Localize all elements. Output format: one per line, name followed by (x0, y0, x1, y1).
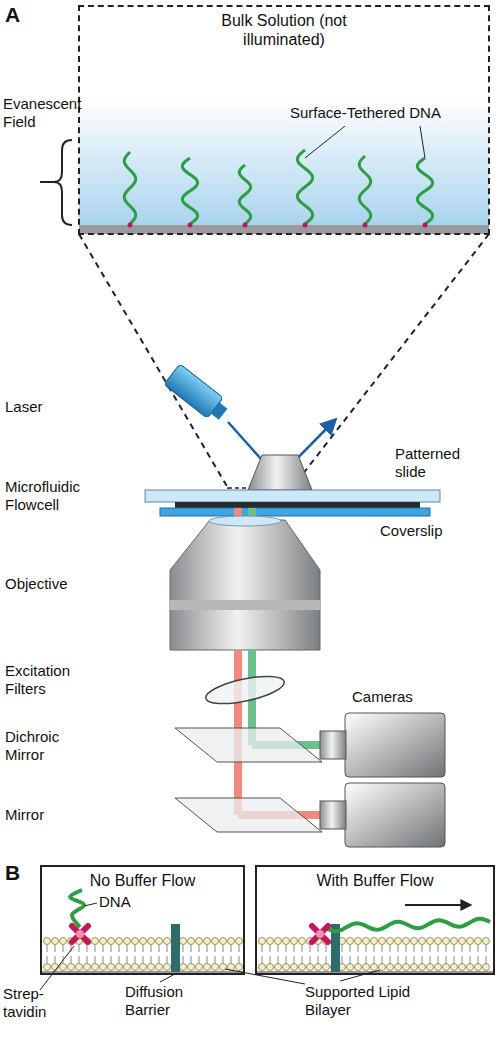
leader-line (40, 946, 74, 990)
dna-strand (326, 919, 490, 931)
part-label: Strep- tavidin (3, 985, 55, 1021)
objective (170, 516, 320, 650)
dichroic-mirror (175, 728, 322, 762)
lipid-bilayer (42, 938, 493, 975)
part-label: Surface-Tethered DNA (290, 104, 441, 122)
part-label: Coverslip (380, 522, 443, 540)
zoom-line (292, 234, 489, 488)
part-label: Objective (5, 575, 68, 593)
camera (320, 783, 445, 847)
dna-strand (124, 152, 135, 224)
zoom-line (79, 234, 228, 488)
part-label: Laser (5, 398, 43, 416)
part-label: Supported Lipid Bilayer (305, 983, 413, 1019)
tether-point (243, 223, 248, 228)
leader-line (340, 970, 380, 981)
tether-point (128, 223, 133, 228)
part-label: Mirror (5, 806, 44, 824)
dna-strand (70, 890, 84, 927)
panel-letter: B (5, 860, 20, 885)
panel-box: With Buffer Flow (255, 865, 495, 975)
tether-point (188, 223, 193, 228)
part-label: Excitation Filters (5, 662, 95, 698)
mirror (175, 798, 322, 832)
part-label: Evanescent Field (3, 95, 88, 131)
laser (164, 364, 231, 425)
streptavidin (72, 926, 88, 942)
streptavidin (312, 926, 328, 942)
dna-strand (417, 158, 432, 224)
leader-line (84, 903, 97, 906)
tether-point (423, 223, 428, 228)
leader-line (160, 974, 175, 982)
tether-point (303, 223, 308, 228)
patterned-slide (145, 490, 440, 502)
region-label: Bulk Solution (not illuminated) (219, 11, 349, 49)
leader-line (305, 126, 345, 158)
prism (248, 455, 312, 490)
dna-strand (359, 156, 370, 224)
part-label: Microfluidic Flowcell (5, 478, 100, 514)
flowcell-gasket (175, 502, 420, 508)
camera (320, 713, 445, 777)
evanescent-field (79, 100, 489, 225)
part-label: Cameras (352, 688, 413, 706)
coverslip (160, 508, 430, 516)
panel-letter: A (5, 2, 20, 27)
bracket (54, 140, 72, 225)
flow-arrow (405, 904, 470, 906)
leader-line (225, 969, 305, 984)
dna-strand (182, 158, 197, 224)
dna-strand (239, 165, 250, 224)
diffusion-barrier (171, 924, 180, 972)
leader-line (420, 126, 425, 158)
dna-strand (297, 150, 312, 224)
surface (79, 225, 489, 234)
panel-title: No Buffer Flow (45, 871, 240, 890)
tether-point (363, 223, 368, 228)
part-label: Patterned slide (395, 445, 477, 481)
part-label: Diffusion Barrier (125, 983, 203, 1019)
part-label: Dichroic Mirror (5, 728, 85, 764)
part-label: DNA (99, 893, 131, 911)
panel-box: No Buffer Flow (40, 865, 245, 975)
dna-strands (70, 890, 490, 931)
panel-title: With Buffer Flow (260, 871, 490, 890)
excitation-filter (204, 671, 287, 709)
dna-strands (124, 150, 432, 228)
bracket-tick (40, 181, 54, 183)
